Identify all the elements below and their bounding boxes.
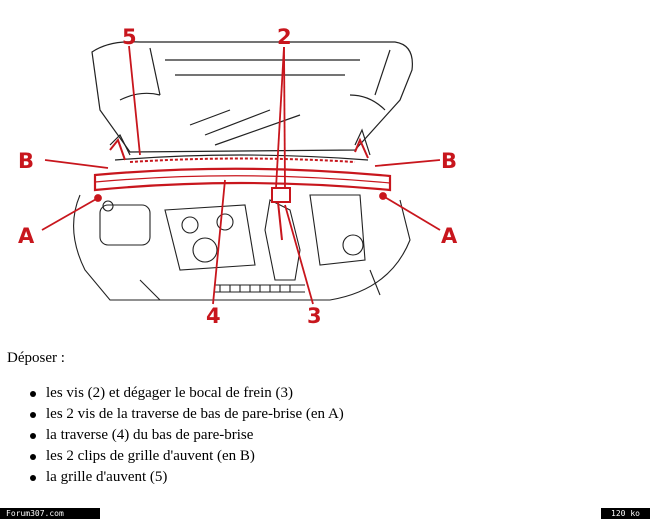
callout-3: 3 [307,304,322,328]
intro-text: Déposer : [7,350,65,366]
steps-list: les vis (2) et dégager le bocal de frein… [30,383,344,488]
step-item: les 2 clips de grille d'auvent (en B) [30,446,344,467]
step-item: les 2 vis de la traverse de bas de pare-… [30,404,344,425]
callout-a-left: A [18,224,35,248]
brake-reservoir [271,187,291,241]
callout-5: 5 [122,25,137,49]
cross-member [93,137,392,192]
engine-components [73,194,411,301]
step-item: les vis (2) et dégager le bocal de frein… [30,383,344,404]
engine-bay-diagram: 5 2 B B A A 4 3 [18,25,458,328]
callout-a-right: A [441,224,458,248]
callout-leaders [41,45,441,305]
scuttle-panel [109,128,371,161]
callout-b-left: B [18,149,34,173]
file-size-badge: 120 ko [601,508,650,519]
source-watermark: Forum307.com [0,508,100,519]
step-item: la grille d'auvent (5) [30,467,344,488]
hood-outline [91,41,413,153]
step-item: la traverse (4) du bas de pare-brise [30,425,344,446]
callout-b-right: B [441,149,457,173]
callout-2: 2 [277,25,292,49]
callout-4: 4 [206,304,221,328]
